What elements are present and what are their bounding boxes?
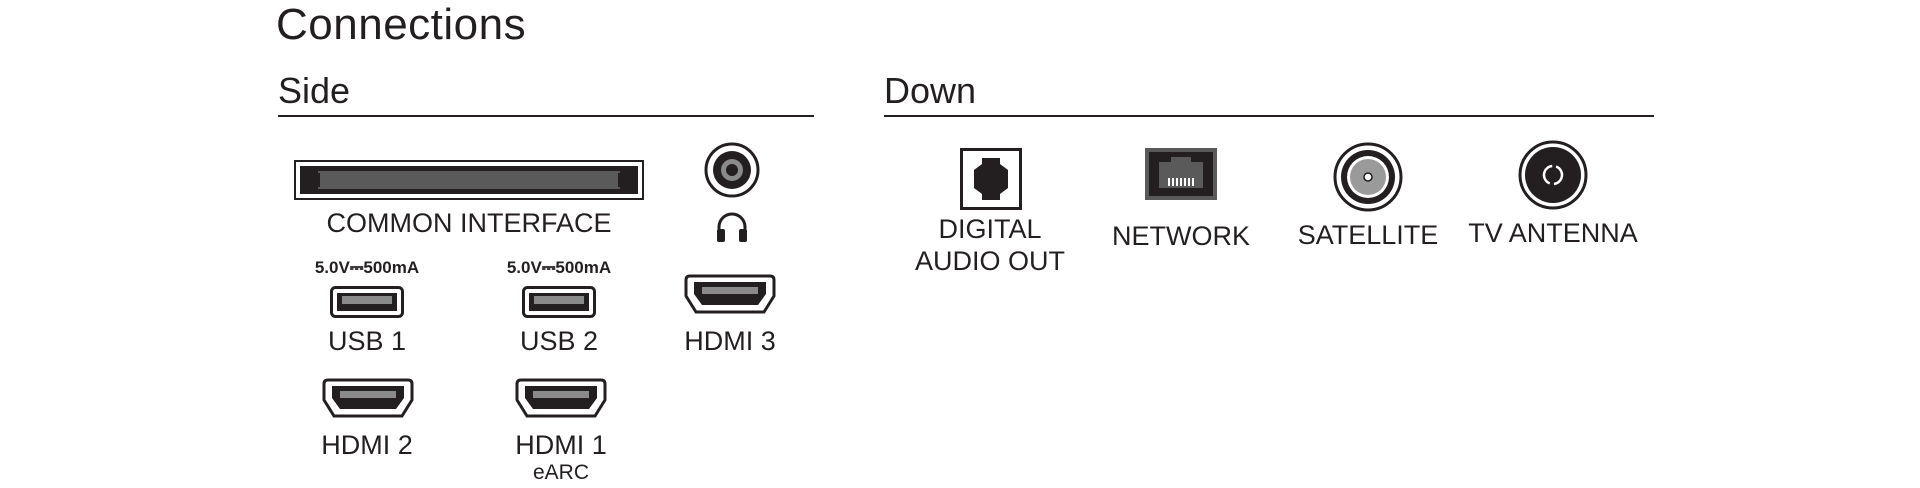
usb-port-icon — [330, 286, 404, 318]
headphone-jack-icon — [704, 142, 760, 198]
hdmi1-sublabel: eARC — [532, 461, 590, 484]
satellite-port-icon — [1333, 142, 1403, 212]
digital-audio-out-label-line2: AUDIO OUT — [914, 246, 1065, 276]
page-title: Connections — [276, 0, 527, 49]
hdmi-port-icon — [684, 274, 776, 314]
hdmi-port-icon — [515, 378, 607, 418]
network-port — [1145, 148, 1217, 200]
satellite-port — [1333, 142, 1403, 212]
headphones-icon — [717, 212, 747, 242]
usb1-spec: 5.0V⎓500mA — [314, 258, 420, 277]
hdmi2-label: HDMI 2 — [321, 430, 413, 460]
ci-slot-icon — [294, 160, 644, 200]
hdmi2-port — [322, 378, 414, 418]
tv-antenna-label: TV ANTENNA — [1468, 218, 1638, 248]
section-down-divider — [884, 115, 1654, 117]
hdmi3-label: HDMI 3 — [684, 326, 776, 356]
section-side-divider — [278, 115, 814, 117]
hdmi3-port — [684, 274, 776, 314]
digital-audio-out-label-line1: DIGITAL — [938, 214, 1042, 244]
usb2-label: USB 2 — [519, 326, 599, 356]
section-side-label: Side — [278, 70, 351, 111]
usb1-label: USB 1 — [327, 326, 407, 356]
hdmi-port-icon — [322, 378, 414, 418]
section-down-label: Down — [884, 70, 977, 111]
network-label: NETWORK — [1112, 221, 1250, 251]
usb2-port — [522, 286, 596, 318]
tv-antenna-port — [1518, 140, 1588, 210]
digital-audio-out-port — [960, 148, 1022, 210]
ethernet-port-icon — [1145, 148, 1217, 200]
hdmi1-port — [515, 378, 607, 418]
hdmi1-label: HDMI 1 — [515, 430, 607, 460]
common-interface-port — [294, 160, 644, 200]
usb2-spec: 5.0V⎓500mA — [506, 258, 612, 277]
antenna-port-icon — [1518, 140, 1588, 210]
optical-port-icon — [960, 148, 1022, 210]
common-interface-label: COMMON INTERFACE — [326, 208, 612, 238]
usb1-port — [330, 286, 404, 318]
headphone-jack — [704, 142, 760, 198]
headphones-symbol — [714, 210, 750, 244]
satellite-label: SATELLITE — [1297, 220, 1439, 250]
usb-port-icon — [522, 286, 596, 318]
